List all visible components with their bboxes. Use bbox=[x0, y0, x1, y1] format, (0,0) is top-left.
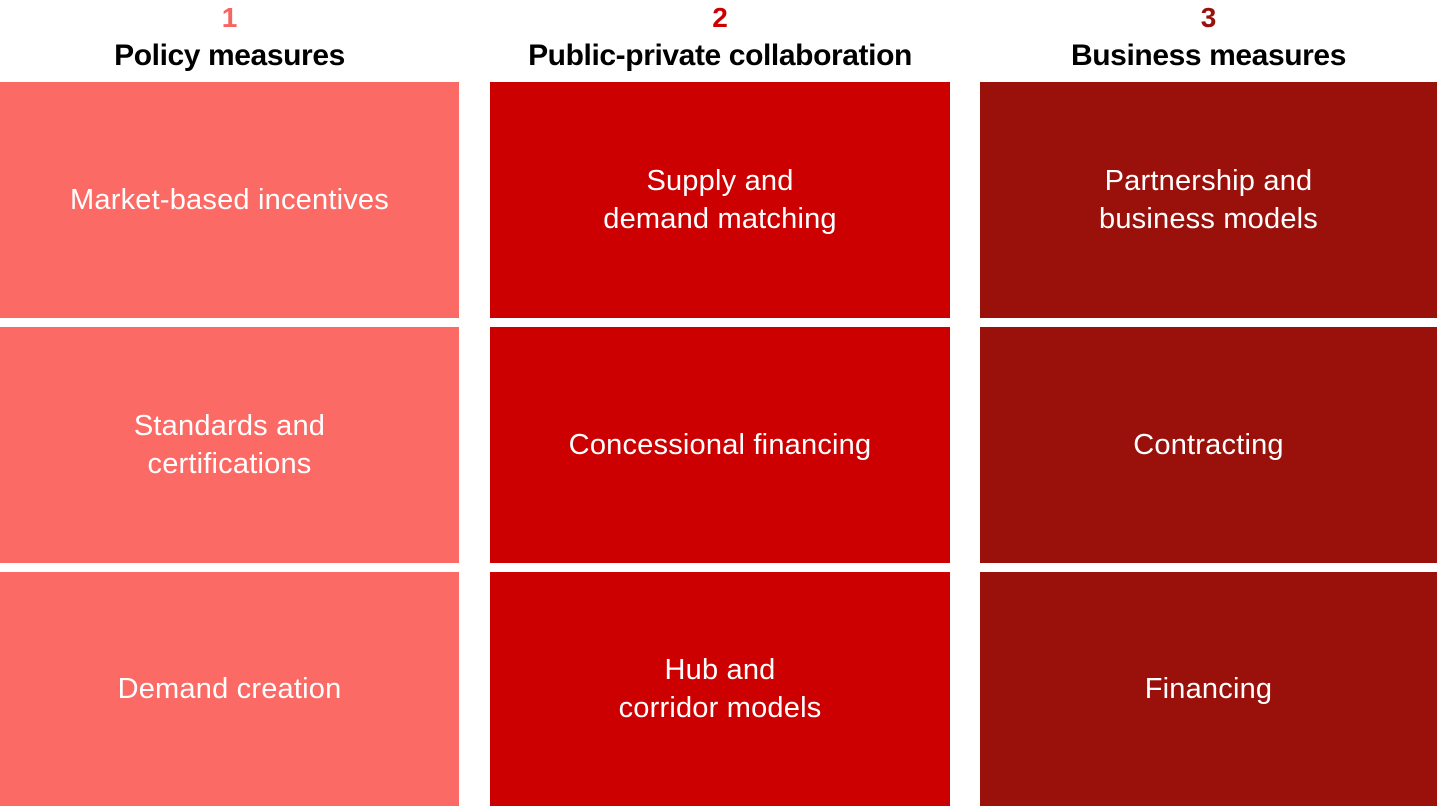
box-standards-and-certifications: Standards and certifications bbox=[0, 327, 459, 563]
box-label: Partnership and business models bbox=[1099, 165, 1318, 235]
column-public-private-collaboration: 2 Public-private collaboration Supply an… bbox=[490, 0, 950, 806]
column-boxes: Supply and demand matching Concessional … bbox=[490, 82, 950, 806]
column-number: 2 bbox=[712, 2, 728, 33]
column-header: 2 Public-private collaboration bbox=[490, 0, 950, 82]
column-business-measures: 3 Business measures Partnership and busi… bbox=[980, 0, 1437, 806]
column-boxes: Partnership and business models Contract… bbox=[980, 82, 1437, 806]
box-label: Market-based incentives bbox=[70, 184, 389, 216]
column-title: Public-private collaboration bbox=[528, 39, 912, 72]
column-number: 1 bbox=[221, 2, 238, 33]
box-contracting: Contracting bbox=[980, 327, 1437, 563]
box-label: Contracting bbox=[1133, 429, 1284, 461]
column-policy-measures: 1 Policy measures Market-based incentive… bbox=[0, 0, 459, 806]
box-concessional-financing: Concessional financing bbox=[490, 327, 950, 563]
box-market-based-incentives: Market-based incentives bbox=[0, 82, 459, 318]
column-header: 3 Business measures bbox=[980, 0, 1437, 82]
box-partnership-and-business-models: Partnership and business models bbox=[980, 82, 1437, 318]
box-financing: Financing bbox=[980, 572, 1437, 806]
column-title: Policy measures bbox=[114, 39, 345, 72]
box-label: Financing bbox=[1144, 673, 1273, 705]
column-title: Business measures bbox=[1070, 39, 1347, 72]
box-label: Hub and corridor models bbox=[618, 654, 822, 724]
column-header: 1 Policy measures bbox=[0, 0, 459, 82]
box-label: Supply and demand matching bbox=[603, 165, 837, 235]
box-hub-and-corridor-models: Hub and corridor models bbox=[490, 572, 950, 806]
box-label: Demand creation bbox=[117, 673, 342, 705]
column-number: 3 bbox=[1200, 2, 1217, 33]
box-label: Standards and certifications bbox=[133, 410, 326, 480]
box-label: Concessional financing bbox=[568, 429, 872, 461]
box-demand-creation: Demand creation bbox=[0, 572, 459, 806]
box-supply-and-demand-matching: Supply and demand matching bbox=[490, 82, 950, 318]
column-boxes: Market-based incentives Standards and ce… bbox=[0, 82, 459, 806]
